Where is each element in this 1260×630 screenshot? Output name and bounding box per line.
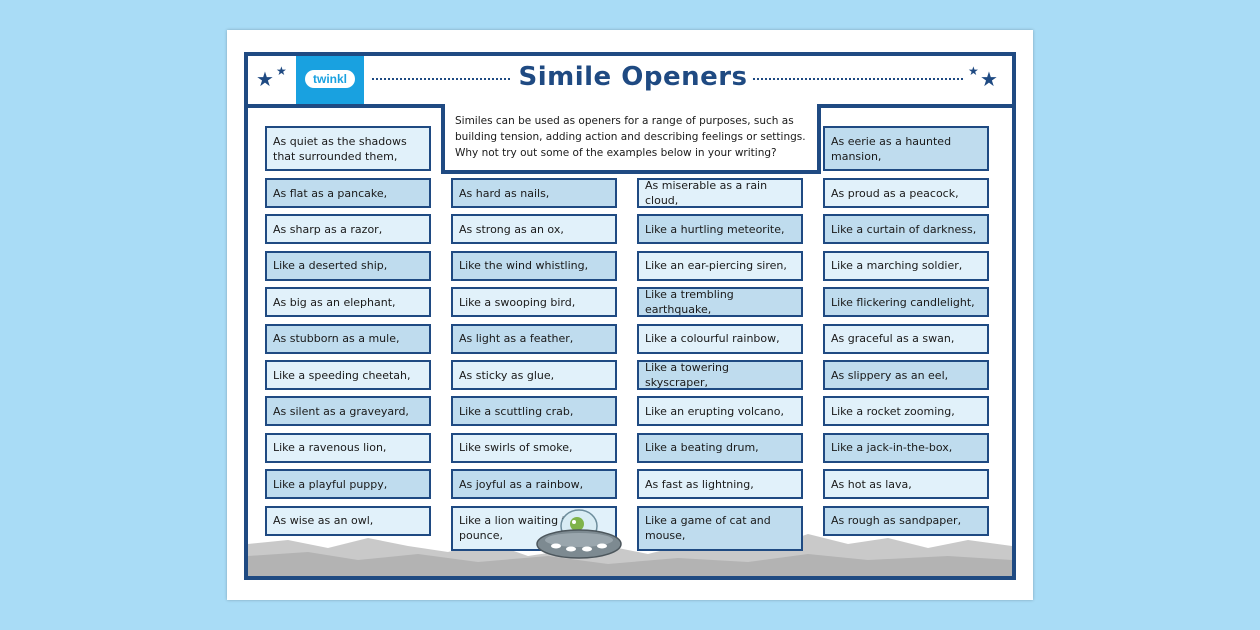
simile-box: Like a swooping bird,: [451, 287, 617, 318]
simile-box: As hard as nails,: [451, 178, 617, 208]
title-divider-left: [372, 78, 510, 80]
simile-box: Like a hurtling meteorite,: [637, 214, 803, 245]
simile-box: As joyful as a rainbow,: [451, 469, 617, 500]
simile-box: As graceful as a swan,: [823, 323, 989, 354]
simile-box: As hot as lava,: [823, 469, 989, 500]
simile-box: As eerie as a haunted mansion,: [823, 126, 989, 171]
simile-box: Like a jack-in-the-box,: [823, 432, 989, 463]
simile-box: Like a scuttling crab,: [451, 396, 617, 427]
simile-box: Like a curtain of darkness,: [823, 214, 989, 245]
logo-text: twinkl: [304, 70, 355, 88]
title-band: ★ ★ twinkl Simile Openers ★ ★: [248, 56, 1012, 108]
simile-box: As silent as a graveyard,: [265, 396, 431, 427]
intro-text: Similes can be used as openers for a ran…: [441, 104, 821, 174]
simile-box: Like an erupting volcano,: [637, 396, 803, 427]
simile-box: As fast as lightning,: [637, 469, 803, 500]
simile-box: As stubborn as a mule,: [265, 323, 431, 354]
simile-box: Like a rocket zooming,: [823, 396, 989, 427]
simile-box: As flat as a pancake,: [265, 178, 431, 208]
ufo-illustration: [536, 509, 622, 559]
simile-box: Like a marching soldier,: [823, 250, 989, 281]
worksheet-page: ★ ★ twinkl Simile Openers ★ ★ Similes ca…: [227, 30, 1033, 600]
simile-box: Like flickering candlelight,: [823, 287, 989, 318]
simile-box: As wise as an owl,: [265, 505, 431, 536]
moon-hills-illustration: [248, 534, 1012, 576]
simile-box: Like a towering skyscraper,: [637, 360, 803, 390]
simile-box: As miserable as a rain cloud,: [637, 178, 803, 208]
title-divider-right: [753, 78, 963, 80]
simile-box: As proud as a peacock,: [823, 178, 989, 208]
simile-box: Like the wind whistling,: [451, 250, 617, 281]
simile-box: As sharp as a razor,: [265, 214, 431, 245]
star-icon: ★: [276, 64, 287, 78]
page-title: Simile Openers: [518, 62, 748, 92]
twinkl-logo: twinkl: [296, 56, 364, 104]
simile-box: As sticky as glue,: [451, 360, 617, 390]
star-icon: ★: [980, 67, 998, 91]
simile-box: Like a ravenous lion,: [265, 432, 431, 463]
simile-box: Like swirls of smoke,: [451, 432, 617, 463]
simile-box: Like a playful puppy,: [265, 469, 431, 500]
simile-box: Like a colourful rainbow,: [637, 323, 803, 354]
simile-box: As rough as sandpaper,: [823, 505, 989, 536]
simile-box: Like a deserted ship,: [265, 250, 431, 281]
simile-box: Like a speeding cheetah,: [265, 360, 431, 390]
simile-box: As big as an elephant,: [265, 287, 431, 318]
star-icon: ★: [968, 64, 979, 78]
simile-box: As light as a feather,: [451, 323, 617, 354]
worksheet-frame: ★ ★ twinkl Simile Openers ★ ★ Similes ca…: [244, 52, 1016, 580]
simile-box: Like an ear-piercing siren,: [637, 250, 803, 281]
simile-box: As quiet as the shadows that surrounded …: [265, 126, 431, 171]
star-icon: ★: [256, 67, 274, 91]
simile-box: As slippery as an eel,: [823, 360, 989, 390]
simile-box: Like a trembling earthquake,: [637, 287, 803, 318]
simile-box: As strong as an ox,: [451, 214, 617, 245]
simile-box: Like a game of cat and mouse,: [637, 505, 803, 551]
simile-box: Like a beating drum,: [637, 432, 803, 463]
